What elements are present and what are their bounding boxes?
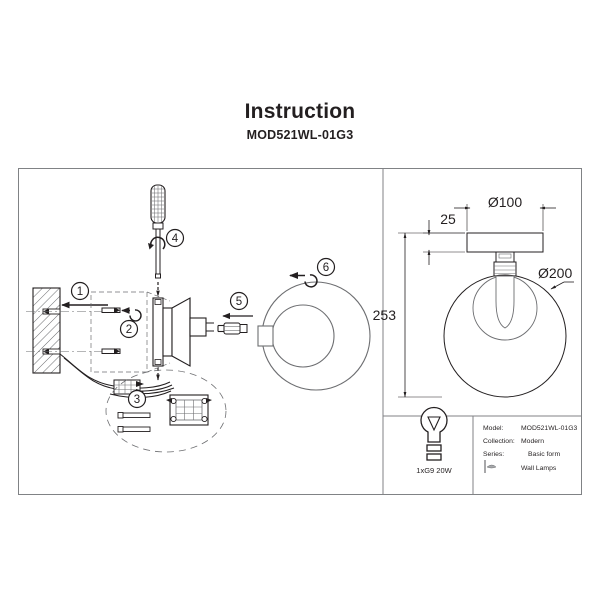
model-code: MOD521WL-01G3 [246,128,354,143]
step-6-marker: 6 [289,257,336,288]
step-1-label: 1 [77,286,83,298]
dim-globe-diameter-label: Ø200 [538,265,572,281]
spec-value-category: Wall Lamps [521,465,557,472]
sheet-frame [18,168,582,495]
spec-label-series: Series: [483,451,504,458]
step-6-label: 6 [323,262,329,274]
step-2-label: 2 [126,324,132,336]
screwdriver-tool: 4 [148,184,185,381]
lamp-body [152,297,214,367]
dim-canopy-diameter: Ø100 [454,194,556,231]
dim-total-height: 253 [373,232,465,398]
spec-label-model: Model: [483,425,504,432]
step-5-marker: 5 [217,291,253,335]
assembly-diagram: 1 2 [26,184,371,453]
bulb-spec-cell: 1xG9 20W [416,406,453,475]
spec-label-collection: Collection: [483,438,515,445]
wall-lamp-icon [484,460,497,473]
step-2-marker: 2 [119,307,142,339]
step-4-label: 4 [172,233,179,245]
instruction-sheet: 1 2 [18,168,582,495]
bulb-spec-label: 1xG9 20W [416,466,452,475]
dim-canopy-diameter-label: Ø100 [488,194,522,210]
page-title: Instruction [244,100,356,123]
dim-globe-diameter: Ø200 [538,265,574,290]
dim-canopy-height-label: 25 [440,211,456,227]
step-1-marker: 1 [61,281,108,309]
spec-value-collection: Modern [521,438,544,445]
spec-value-model: MOD521WL-01G3 [521,425,578,432]
detail-callout-step3: 3 [105,369,227,453]
spec-table: Model: MOD521WL-01G3 Collection: Modern … [483,425,578,473]
title-block: Instruction MOD521WL-01G3 [0,100,600,142]
screw-pair [117,412,151,433]
dim-total-height-label: 253 [373,307,397,323]
g9-bulb-part [217,322,248,335]
globe-shade-assembly: 6 [257,257,371,391]
terminal-block [166,394,212,426]
step-5-label: 5 [236,296,242,308]
dimension-drawing: Ø100 25 253 Ø200 [373,194,574,398]
step-3-label: 3 [134,394,140,406]
spec-value-series: Basic form [528,451,560,458]
mounting-bracket [90,291,171,373]
